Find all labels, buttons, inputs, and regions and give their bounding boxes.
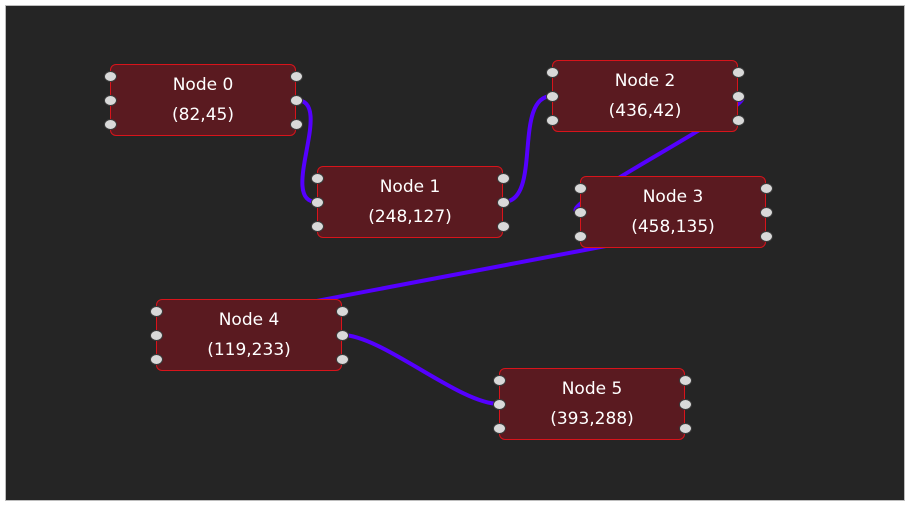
output-port-mid[interactable] bbox=[732, 91, 745, 102]
output-port-mid[interactable] bbox=[290, 95, 303, 106]
input-port-mid[interactable] bbox=[311, 197, 324, 208]
output-port-mid[interactable] bbox=[497, 197, 510, 208]
node-coords: (82,45) bbox=[172, 105, 234, 125]
input-port-top[interactable] bbox=[546, 67, 559, 78]
node-coords: (393,288) bbox=[550, 409, 634, 429]
output-port-bottom[interactable] bbox=[732, 115, 745, 126]
node-title: Node 1 bbox=[379, 177, 441, 197]
output-port-top[interactable] bbox=[290, 71, 303, 82]
output-port-top[interactable] bbox=[760, 183, 773, 194]
node-coords: (458,135) bbox=[631, 217, 715, 237]
output-port-mid[interactable] bbox=[760, 207, 773, 218]
node-2[interactable]: Node 2 (436,42) bbox=[546, 60, 745, 132]
node-title: Node 0 bbox=[172, 75, 234, 95]
input-port-top[interactable] bbox=[104, 71, 117, 82]
node-title: Node 2 bbox=[614, 71, 676, 91]
node-coords: (119,233) bbox=[207, 340, 291, 360]
input-port-bottom[interactable] bbox=[311, 221, 324, 232]
node-1[interactable]: Node 1 (248,127) bbox=[311, 166, 510, 238]
input-port-bottom[interactable] bbox=[493, 423, 506, 434]
node-title: Node 3 bbox=[642, 187, 704, 207]
output-port-bottom[interactable] bbox=[336, 354, 349, 365]
node-5[interactable]: Node 5 (393,288) bbox=[493, 368, 692, 440]
input-port-mid[interactable] bbox=[493, 399, 506, 410]
node-title: Node 5 bbox=[561, 379, 623, 399]
input-port-top[interactable] bbox=[311, 173, 324, 184]
output-port-bottom[interactable] bbox=[760, 231, 773, 242]
input-port-bottom[interactable] bbox=[546, 115, 559, 126]
input-port-top[interactable] bbox=[493, 375, 506, 386]
input-port-bottom[interactable] bbox=[104, 119, 117, 130]
output-port-top[interactable] bbox=[336, 306, 349, 317]
input-port-mid[interactable] bbox=[104, 95, 117, 106]
input-port-top[interactable] bbox=[574, 183, 587, 194]
node-coords: (248,127) bbox=[368, 207, 452, 227]
output-port-bottom[interactable] bbox=[290, 119, 303, 130]
input-port-mid[interactable] bbox=[574, 207, 587, 218]
output-port-top[interactable] bbox=[679, 375, 692, 386]
input-port-bottom[interactable] bbox=[574, 231, 587, 242]
input-port-mid[interactable] bbox=[546, 91, 559, 102]
output-port-mid[interactable] bbox=[336, 330, 349, 341]
output-port-top[interactable] bbox=[732, 67, 745, 78]
node-0[interactable]: Node 0 (82,45) bbox=[104, 64, 303, 136]
node-coords: (436,42) bbox=[608, 101, 682, 121]
node-3[interactable]: Node 3 (458,135) bbox=[574, 176, 773, 248]
output-port-bottom[interactable] bbox=[497, 221, 510, 232]
input-port-bottom[interactable] bbox=[150, 354, 163, 365]
output-port-top[interactable] bbox=[497, 173, 510, 184]
node-title: Node 4 bbox=[218, 310, 280, 330]
input-port-top[interactable] bbox=[150, 306, 163, 317]
node-4[interactable]: Node 4 (119,233) bbox=[150, 299, 349, 371]
input-port-mid[interactable] bbox=[150, 330, 163, 341]
output-port-mid[interactable] bbox=[679, 399, 692, 410]
output-port-bottom[interactable] bbox=[679, 423, 692, 434]
